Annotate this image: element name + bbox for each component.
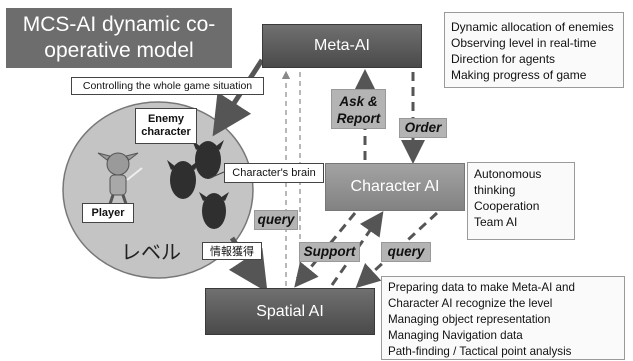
spatial-ai-description: Preparing data to make Meta-AI and Chara… bbox=[381, 276, 625, 360]
char-desc-line: Cooperation bbox=[474, 199, 540, 213]
spatial-desc-line: Managing Navigation data bbox=[388, 329, 523, 342]
meta-desc-line: Making progress of game bbox=[451, 68, 587, 82]
ask-report-label: Ask & Report bbox=[331, 89, 386, 129]
spatial-desc-line: Preparing data to make Meta-AI and bbox=[388, 281, 575, 294]
char-desc-line: Team AI bbox=[474, 215, 518, 229]
meta-ai-description: Dynamic allocation of enemies Observing … bbox=[444, 12, 624, 88]
player-figure bbox=[97, 152, 143, 205]
level-label: レベル bbox=[121, 242, 181, 264]
meta-desc-line: Dynamic allocation of enemies bbox=[451, 20, 614, 34]
spatial-desc-line: Path-finding / Tactical point analysis bbox=[388, 345, 572, 358]
spatial-desc-line: Managing object representation bbox=[388, 313, 551, 326]
character-ai-node: Character AI bbox=[325, 163, 465, 211]
enemy-callout-line-2: character bbox=[141, 126, 191, 138]
meta-desc-line: Observing level in real-time bbox=[451, 36, 597, 50]
enemy-callout-line-1: Enemy bbox=[147, 113, 185, 125]
info-acquisition-callout: 情報獲得 bbox=[202, 242, 262, 260]
player-callout: Player bbox=[82, 203, 134, 223]
enemy-figure bbox=[167, 140, 229, 229]
meta-desc-line: Direction for agents bbox=[451, 52, 556, 66]
character-ai-description: Autonomous thinking Cooperation Team AI bbox=[467, 162, 575, 240]
spatial-ai-node: Spatial AI bbox=[205, 288, 375, 335]
character-brain-callout: Character's brain bbox=[224, 163, 324, 183]
title-line-2: operative model bbox=[44, 39, 194, 62]
char-desc-line: thinking bbox=[474, 183, 516, 197]
control-callout: Controlling the whole game situation bbox=[71, 77, 264, 95]
meta-ai-node: Meta-AI bbox=[262, 24, 422, 68]
ask-label-line-2: Report bbox=[336, 111, 381, 126]
enemy-character-callout: Enemy character bbox=[135, 108, 197, 144]
brain-pointer bbox=[209, 171, 225, 179]
order-label: Order bbox=[399, 118, 447, 138]
query-label-left: query bbox=[254, 210, 298, 230]
title-line-1: MCS-AI dynamic co- bbox=[22, 13, 216, 36]
ask-label-line-1: Ask & bbox=[339, 94, 378, 109]
spatial-desc-line: Character AI recognize the level bbox=[388, 297, 553, 310]
support-label: Support bbox=[299, 242, 360, 262]
char-desc-line: Autonomous bbox=[474, 167, 542, 181]
diagram-title: MCS-AI dynamic co- operative model bbox=[6, 8, 232, 68]
query-label-right: query bbox=[381, 242, 431, 262]
